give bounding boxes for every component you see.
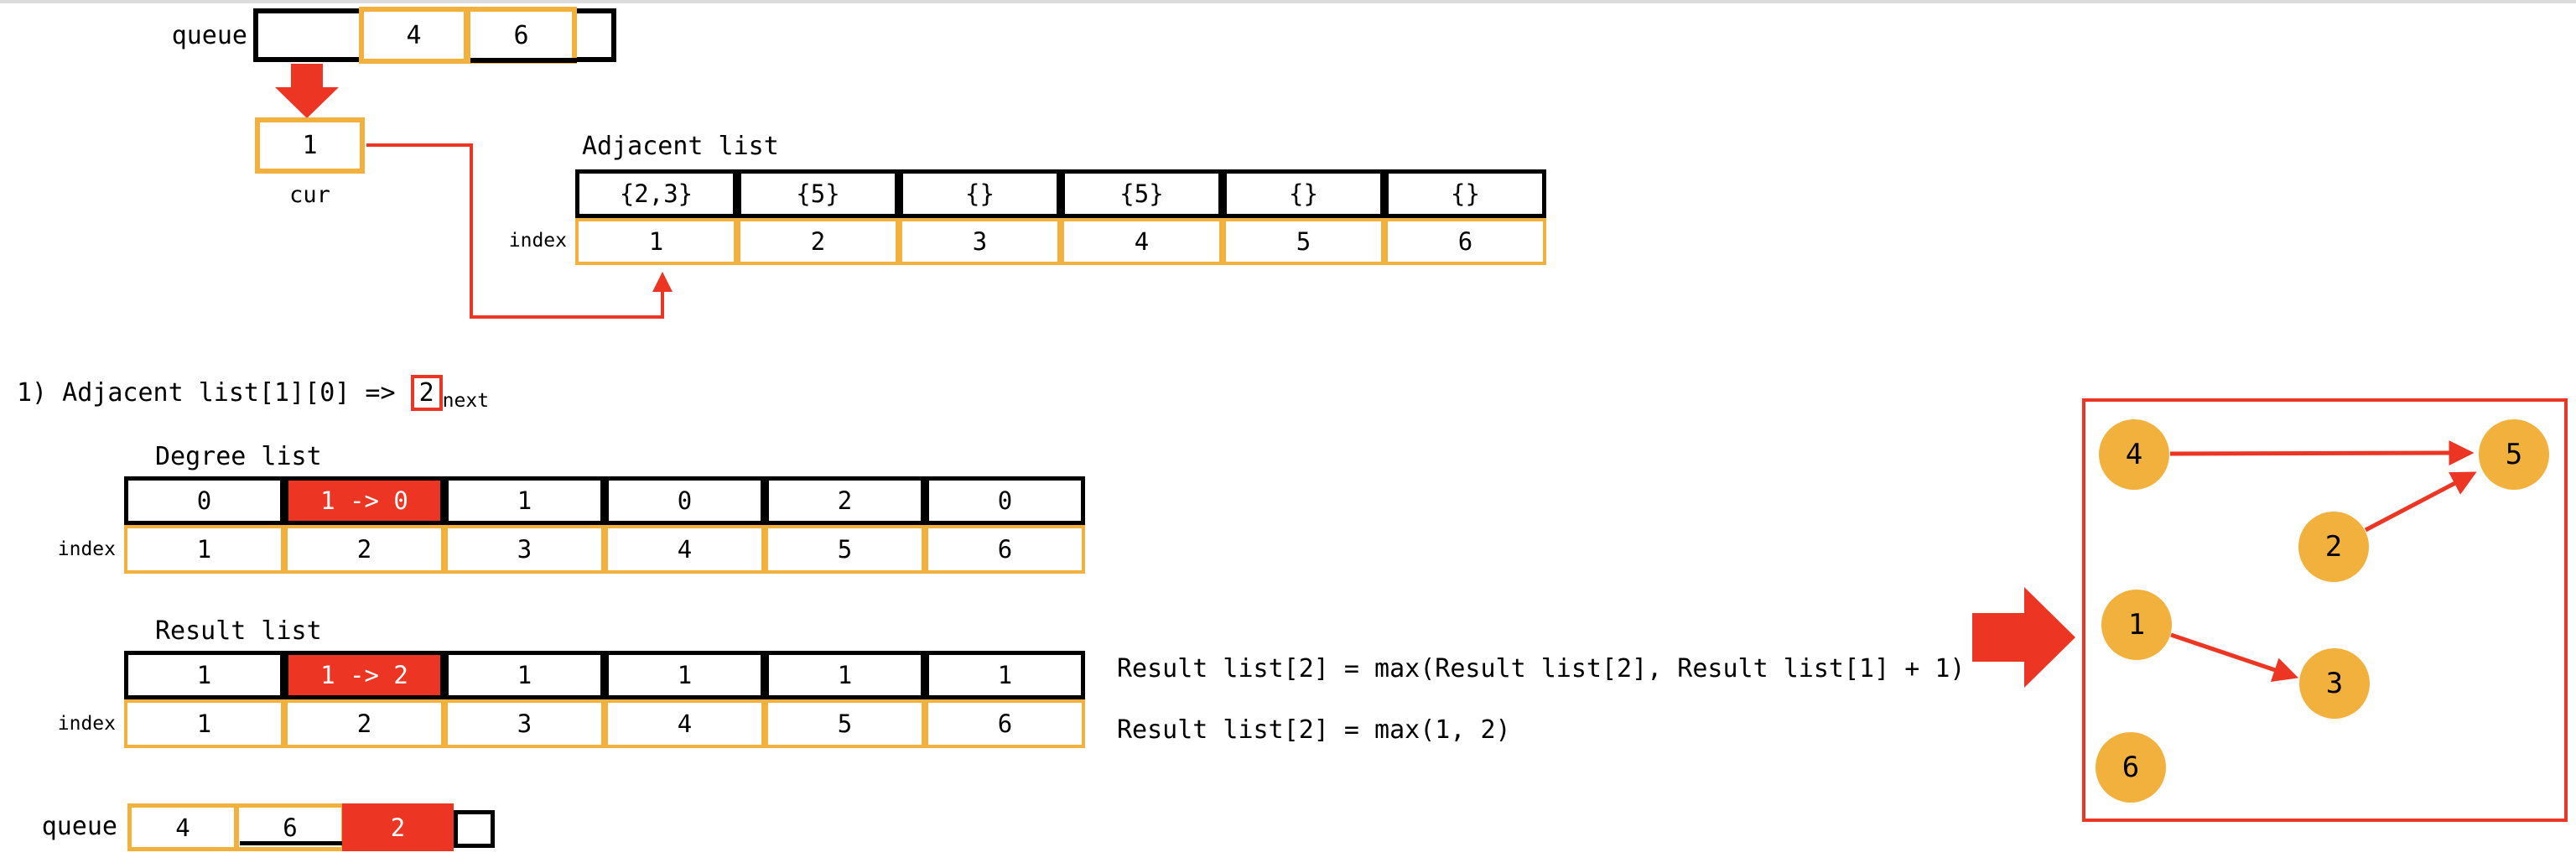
adjacency-index-cell: 4 <box>1061 218 1223 265</box>
equation-line-2: Result list[2] = max(1, 2) <box>1117 715 1511 745</box>
result-list-index-row: 1 2 3 4 5 6 <box>124 699 1085 748</box>
adjacency-index-cell: 6 <box>1384 218 1546 265</box>
adjacency-value-cell: {} <box>1384 169 1546 218</box>
result-value-cell: 1 <box>605 651 765 699</box>
queue-cell-value: 6 <box>513 20 529 50</box>
step-note: 1) Adjacent list[1][0] => 2 next <box>17 372 489 413</box>
top-queue-label: queue <box>171 21 247 50</box>
cur-cell: 1 <box>255 117 365 174</box>
queue-cell-value: 4 <box>406 20 422 50</box>
bottom-queue-end-box <box>454 810 495 848</box>
cur-value: 1 <box>302 131 318 160</box>
graph-node-1: 1 <box>2101 590 2172 660</box>
result-value-cell: 1 <box>444 651 605 699</box>
adjacency-value-cell: {5} <box>737 169 899 218</box>
result-index-label: index <box>57 713 116 735</box>
queue-cell-highlighted: 2 <box>342 803 454 851</box>
adjacency-value-cell: {} <box>899 169 1061 218</box>
graph-node-4: 4 <box>2099 419 2169 490</box>
result-list-values-row: 1 1 -> 2 1 1 1 1 <box>124 651 1085 699</box>
adjacency-index-cell: 2 <box>737 218 899 265</box>
degree-value-cell: 1 <box>444 476 605 525</box>
queue-cell-value: 6 <box>283 813 298 842</box>
degree-index-cell: 2 <box>284 525 444 574</box>
result-value-cell: 1 <box>124 651 284 699</box>
graph-node-label: 1 <box>2127 608 2146 642</box>
degree-index-cell: 6 <box>925 525 1085 574</box>
degree-index-label: index <box>57 538 116 560</box>
graph-node-label: 6 <box>2122 751 2140 784</box>
result-value-cell-highlighted: 1 -> 2 <box>284 651 444 699</box>
adjacency-index-cell: 1 <box>575 218 737 265</box>
adjacency-index-cell: 3 <box>899 218 1061 265</box>
window-top-edge <box>0 0 2576 3</box>
step-boxed-value: 2 <box>410 374 443 411</box>
queue-cell: 6 <box>465 7 577 64</box>
dequeue-down-arrow <box>275 64 339 118</box>
graph-box <box>2082 398 2568 822</box>
degree-value-cell: 0 <box>605 476 765 525</box>
result-value-cell: 1 <box>925 651 1085 699</box>
graph-node-label: 3 <box>2325 667 2344 700</box>
graph-node-2: 2 <box>2298 512 2369 582</box>
result-index-cell: 4 <box>605 699 765 748</box>
result-index-cell: 5 <box>765 699 925 748</box>
cur-label: cur <box>289 182 330 208</box>
queue-cell-value: 4 <box>175 813 190 842</box>
result-list-title: Result list <box>155 616 322 646</box>
degree-value-cell: 0 <box>124 476 284 525</box>
degree-index-cell: 1 <box>124 525 284 574</box>
graph-node-label: 2 <box>2324 530 2343 564</box>
adjacency-value-cell: {2,3} <box>575 169 737 218</box>
graph-node-label: 5 <box>2505 438 2523 471</box>
adjacency-index-label: index <box>508 230 567 252</box>
graph-node-5: 5 <box>2479 419 2549 490</box>
queue-cell: 4 <box>127 803 238 851</box>
adjacency-value-cell: {} <box>1223 169 1384 218</box>
queue-box-bottom-edge <box>470 58 577 63</box>
degree-value-cell: 2 <box>765 476 925 525</box>
result-index-cell: 1 <box>124 699 284 748</box>
bottom-queue-label: queue <box>41 812 117 841</box>
graph-node-6: 6 <box>2096 732 2166 803</box>
graph-node-label: 4 <box>2125 438 2143 471</box>
graph-node-3: 3 <box>2299 648 2370 719</box>
degree-list-values-row: 0 1 -> 0 1 0 2 0 <box>124 476 1085 525</box>
state-transition-right-arrow <box>1972 587 2075 688</box>
adjacency-index-cell: 5 <box>1223 218 1384 265</box>
equation-line-1: Result list[2] = max(Result list[2], Res… <box>1117 654 1966 683</box>
degree-index-cell: 4 <box>605 525 765 574</box>
queue-cell-value: 2 <box>390 813 406 842</box>
degree-list-title: Degree list <box>155 442 322 471</box>
result-index-cell: 2 <box>284 699 444 748</box>
degree-list-index-row: 1 2 3 4 5 6 <box>124 525 1085 574</box>
step-note-text: 1) Adjacent list[1][0] => <box>17 377 411 408</box>
adjacent-list-index-row: 1 2 3 4 5 6 <box>575 218 1546 265</box>
degree-index-cell: 3 <box>444 525 605 574</box>
degree-index-cell: 5 <box>765 525 925 574</box>
result-index-cell: 3 <box>444 699 605 748</box>
step-next-label: next <box>442 390 490 412</box>
degree-value-cell-highlighted: 1 -> 0 <box>284 476 444 525</box>
queue-box-bottom-edge <box>240 841 344 845</box>
adjacent-list-title: Adjacent list <box>582 132 779 161</box>
queue-cell: 4 <box>359 7 469 64</box>
result-index-cell: 6 <box>925 699 1085 748</box>
adjacency-value-cell: {5} <box>1061 169 1223 218</box>
degree-value-cell: 0 <box>925 476 1085 525</box>
result-value-cell: 1 <box>765 651 925 699</box>
adjacent-list-values-row: {2,3} {5} {} {5} {} {} <box>575 169 1546 218</box>
